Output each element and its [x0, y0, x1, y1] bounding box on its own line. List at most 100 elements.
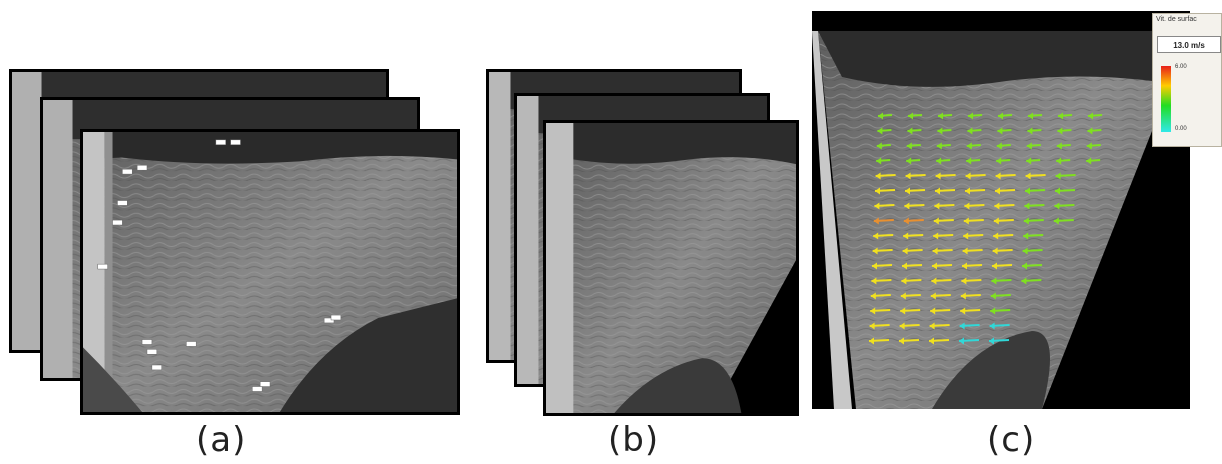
velocity-arrowhead: [960, 307, 966, 315]
velocity-arrowhead: [906, 142, 912, 150]
velocity-arrowhead: [938, 112, 943, 120]
velocity-arrowhead: [902, 262, 907, 270]
velocity-legend: Vit. de surfac 13.0 m/s 6.00 0.00: [1152, 13, 1222, 147]
velocity-arrowhead: [907, 127, 913, 135]
frame-b-front: [543, 120, 799, 416]
velocity-arrowhead: [989, 337, 994, 345]
velocity-arrowhead: [877, 127, 883, 135]
velocity-arrowhead: [876, 157, 882, 165]
velocity-arrowhead: [874, 202, 880, 210]
velocity-arrowhead: [870, 292, 876, 300]
velocity-arrowhead: [876, 142, 882, 150]
bank-vegetation: [614, 358, 742, 413]
velocity-arrowhead: [1053, 217, 1059, 225]
wall: [546, 123, 574, 413]
velocity-arrowhead: [1022, 247, 1028, 255]
velocity-arrowhead: [1024, 202, 1030, 210]
caption-c: (c): [987, 420, 1036, 460]
velocity-arrowhead: [991, 277, 997, 285]
velocity-arrowhead: [997, 127, 1003, 135]
velocity-arrowhead: [995, 187, 1000, 195]
velocity-arrowhead: [929, 322, 935, 330]
velocity-arrowhead: [1028, 112, 1033, 120]
tree-line: [565, 123, 796, 165]
velocity-arrowhead: [965, 172, 971, 180]
color-scale-bar: [1161, 66, 1171, 132]
velocity-arrowhead: [1088, 112, 1093, 120]
velocity-arrowhead: [937, 127, 943, 135]
velocity-arrowhead: [929, 337, 934, 345]
velocity-arrowhead: [932, 247, 938, 255]
velocity-arrowhead: [905, 187, 910, 195]
velocity-arrowhead: [1055, 172, 1061, 180]
velocity-arrowhead: [1055, 187, 1060, 195]
velocity-arrowhead: [966, 142, 972, 150]
velocity-arrowhead: [1027, 127, 1033, 135]
velocity-arrowhead: [965, 187, 970, 195]
velocity-arrowhead: [961, 277, 967, 285]
bank-vegetation: [279, 298, 457, 412]
velocity-arrowhead: [900, 307, 906, 315]
velocity-arrowhead: [995, 172, 1001, 180]
velocity-arrowhead: [968, 112, 973, 120]
velocity-arrowhead: [875, 187, 880, 195]
wall: [83, 132, 105, 412]
velocity-arrowhead: [933, 217, 939, 225]
velocity-arrowhead: [906, 157, 912, 165]
velocity-arrowhead: [1025, 187, 1030, 195]
velocity-arrowhead: [962, 262, 967, 270]
velocity-arrowhead: [992, 262, 997, 270]
velocity-arrowhead: [904, 202, 910, 210]
velocity-arrowhead: [872, 247, 878, 255]
velocity-arrowhead: [936, 157, 942, 165]
velocity-arrowhead: [998, 112, 1003, 120]
velocity-arrowhead: [935, 187, 940, 195]
velocity-arrowhead: [1023, 217, 1029, 225]
velocity-arrowhead: [993, 232, 999, 240]
velocity-arrowhead: [1054, 202, 1060, 210]
scale-min-label: 0.00: [1175, 126, 1187, 132]
velocity-arrowhead: [932, 262, 937, 270]
velocity-arrowhead: [1086, 157, 1092, 165]
velocity-arrowhead: [870, 307, 876, 315]
velocity-arrowhead: [869, 337, 874, 345]
bank-vegetation: [932, 331, 1050, 409]
velocity-arrowhead: [989, 322, 995, 330]
velocity-field-image: Vit. de surfac 13.0 m/s 6.00 0.00: [812, 11, 1222, 409]
velocity-arrowhead: [908, 112, 913, 120]
orthorectified-river-image: [546, 123, 796, 413]
velocity-arrowhead: [1058, 112, 1063, 120]
velocity-arrowhead: [990, 292, 996, 300]
velocity-arrowhead: [1057, 127, 1063, 135]
caption-b: (b): [608, 420, 660, 460]
velocity-arrowhead: [992, 247, 998, 255]
velocity-arrowhead: [873, 217, 879, 225]
velocity-arrowhead: [963, 217, 969, 225]
velocity-arrowhead: [873, 232, 879, 240]
velocity-arrowhead: [962, 247, 968, 255]
velocity-arrowhead: [963, 232, 969, 240]
velocity-arrowhead: [871, 277, 877, 285]
velocity-arrowhead: [869, 322, 875, 330]
velocity-arrowhead: [1056, 157, 1062, 165]
velocity-arrowhead: [878, 112, 883, 120]
velocity-arrowhead: [1026, 157, 1032, 165]
velocity-arrowhead: [931, 277, 937, 285]
velocity-arrowhead: [933, 232, 939, 240]
velocity-arrowhead: [966, 157, 972, 165]
velocity-arrowhead: [960, 292, 966, 300]
river-image-with-markers: [83, 132, 457, 412]
scale-max-label: 6.00: [1175, 64, 1187, 70]
velocity-arrowhead: [872, 262, 877, 270]
velocity-arrowhead: [905, 172, 911, 180]
velocity-arrowhead: [1023, 232, 1029, 240]
velocity-arrowhead: [996, 157, 1002, 165]
velocity-arrowhead: [1025, 172, 1031, 180]
wall: [812, 31, 852, 409]
velocity-arrowhead: [990, 307, 996, 315]
velocity-arrowhead: [996, 142, 1002, 150]
velocity-map: [812, 31, 1152, 409]
velocity-arrowhead: [959, 322, 965, 330]
velocity-arrowhead: [935, 172, 941, 180]
velocity-arrowhead: [1022, 262, 1027, 270]
